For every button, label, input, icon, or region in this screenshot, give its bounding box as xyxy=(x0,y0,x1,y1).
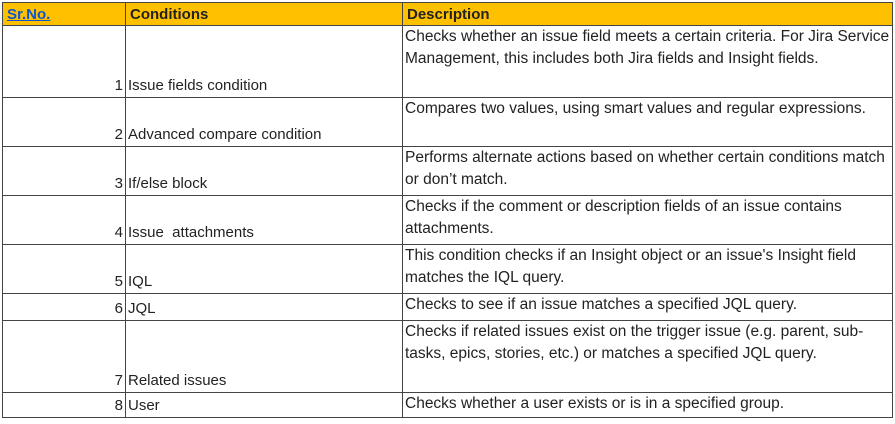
row-condition: Advanced compare condition xyxy=(125,97,403,147)
row-condition: User xyxy=(125,392,403,418)
table-row: 4 Issue attachments Checks if the commen… xyxy=(2,195,893,245)
row-number: 1 xyxy=(2,25,126,98)
header-srno: Sr.No. xyxy=(2,2,126,26)
row-condition: Issue fields condition xyxy=(125,25,403,98)
row-condition: Issue attachments xyxy=(125,195,403,245)
header-conditions: Conditions xyxy=(125,2,403,26)
table-header: Sr.No. Conditions Description xyxy=(2,2,893,26)
table-row: 8 User Checks whether a user exists or i… xyxy=(2,392,893,418)
conditions-table: Sr.No. Conditions Description 1 Issue fi… xyxy=(2,2,893,418)
table-row: 1 Issue fields condition Checks whether … xyxy=(2,25,893,98)
table-row: 2 Advanced compare condition Compares tw… xyxy=(2,97,893,147)
row-description: Performs alternate actions based on whet… xyxy=(402,146,893,196)
row-number: 6 xyxy=(2,293,126,321)
row-description: This condition checks if an Insight obje… xyxy=(402,244,893,294)
row-description: Checks if the comment or description fie… xyxy=(402,195,893,245)
row-number: 8 xyxy=(2,392,126,418)
row-number: 3 xyxy=(2,146,126,196)
row-description: Checks whether an issue field meets a ce… xyxy=(402,25,893,98)
table-row: 3 If/else block Performs alternate actio… xyxy=(2,146,893,196)
row-number: 4 xyxy=(2,195,126,245)
table-row: 6 JQL Checks to see if an issue matches … xyxy=(2,293,893,321)
row-description: Checks to see if an issue matches a spec… xyxy=(402,293,893,321)
srno-link[interactable]: Sr.No. xyxy=(7,5,51,23)
row-condition: IQL xyxy=(125,244,403,294)
row-description: Checks if related issues exist on the tr… xyxy=(402,320,893,393)
row-description: Checks whether a user exists or is in a … xyxy=(402,392,893,418)
row-number: 5 xyxy=(2,244,126,294)
row-condition: JQL xyxy=(125,293,403,321)
table-body: 1 Issue fields condition Checks whether … xyxy=(2,25,893,418)
row-description: Compares two values, using smart values … xyxy=(402,97,893,147)
header-row: Sr.No. Conditions Description xyxy=(2,2,893,26)
row-condition: If/else block xyxy=(125,146,403,196)
table-row: 7 Related issues Checks if related issue… xyxy=(2,320,893,393)
row-number: 7 xyxy=(2,320,126,393)
header-description: Description xyxy=(402,2,893,26)
row-number: 2 xyxy=(2,97,126,147)
table-row: 5 IQL This condition checks if an Insigh… xyxy=(2,244,893,294)
row-condition: Related issues xyxy=(125,320,403,393)
